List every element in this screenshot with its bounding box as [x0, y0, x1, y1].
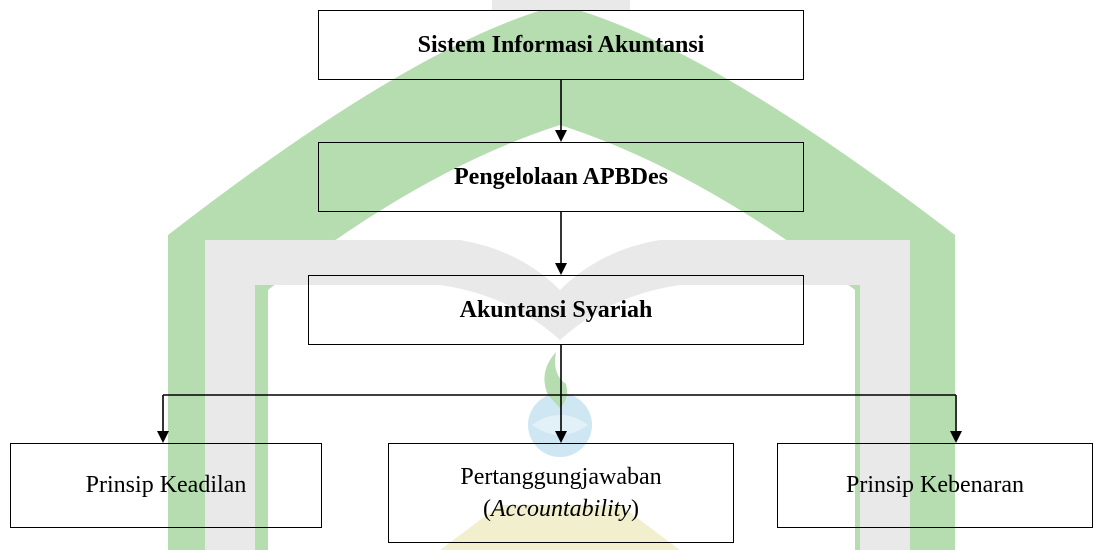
node-prinsip-kebenaran: Prinsip Kebenaran	[777, 443, 1093, 528]
node-label: Sistem Informasi Akuntansi	[417, 31, 705, 58]
node-pertanggungjawaban: Pertanggungjawaban (Accountability)	[388, 443, 734, 543]
node-label: Prinsip Kebenaran	[846, 472, 1024, 499]
node-label-italic: Accountability	[491, 496, 631, 522]
paren-close: )	[630, 496, 639, 522]
node-prinsip-keadilan: Prinsip Keadilan	[10, 443, 322, 528]
node-label-line2: (Accountability)	[460, 493, 661, 525]
node-akuntansi-syariah: Akuntansi Syariah	[308, 275, 804, 345]
node-label: Akuntansi Syariah	[459, 296, 653, 323]
node-label: Pengelolaan APBDes	[454, 163, 668, 190]
node-sistem-informasi-akuntansi: Sistem Informasi Akuntansi	[318, 10, 804, 80]
node-pengelolaan-apbdes: Pengelolaan APBDes	[318, 142, 804, 212]
paren-open: (	[483, 496, 492, 522]
node-label-line1: Pertanggungjawaban	[460, 463, 662, 490]
node-label: Prinsip Keadilan	[85, 472, 247, 499]
